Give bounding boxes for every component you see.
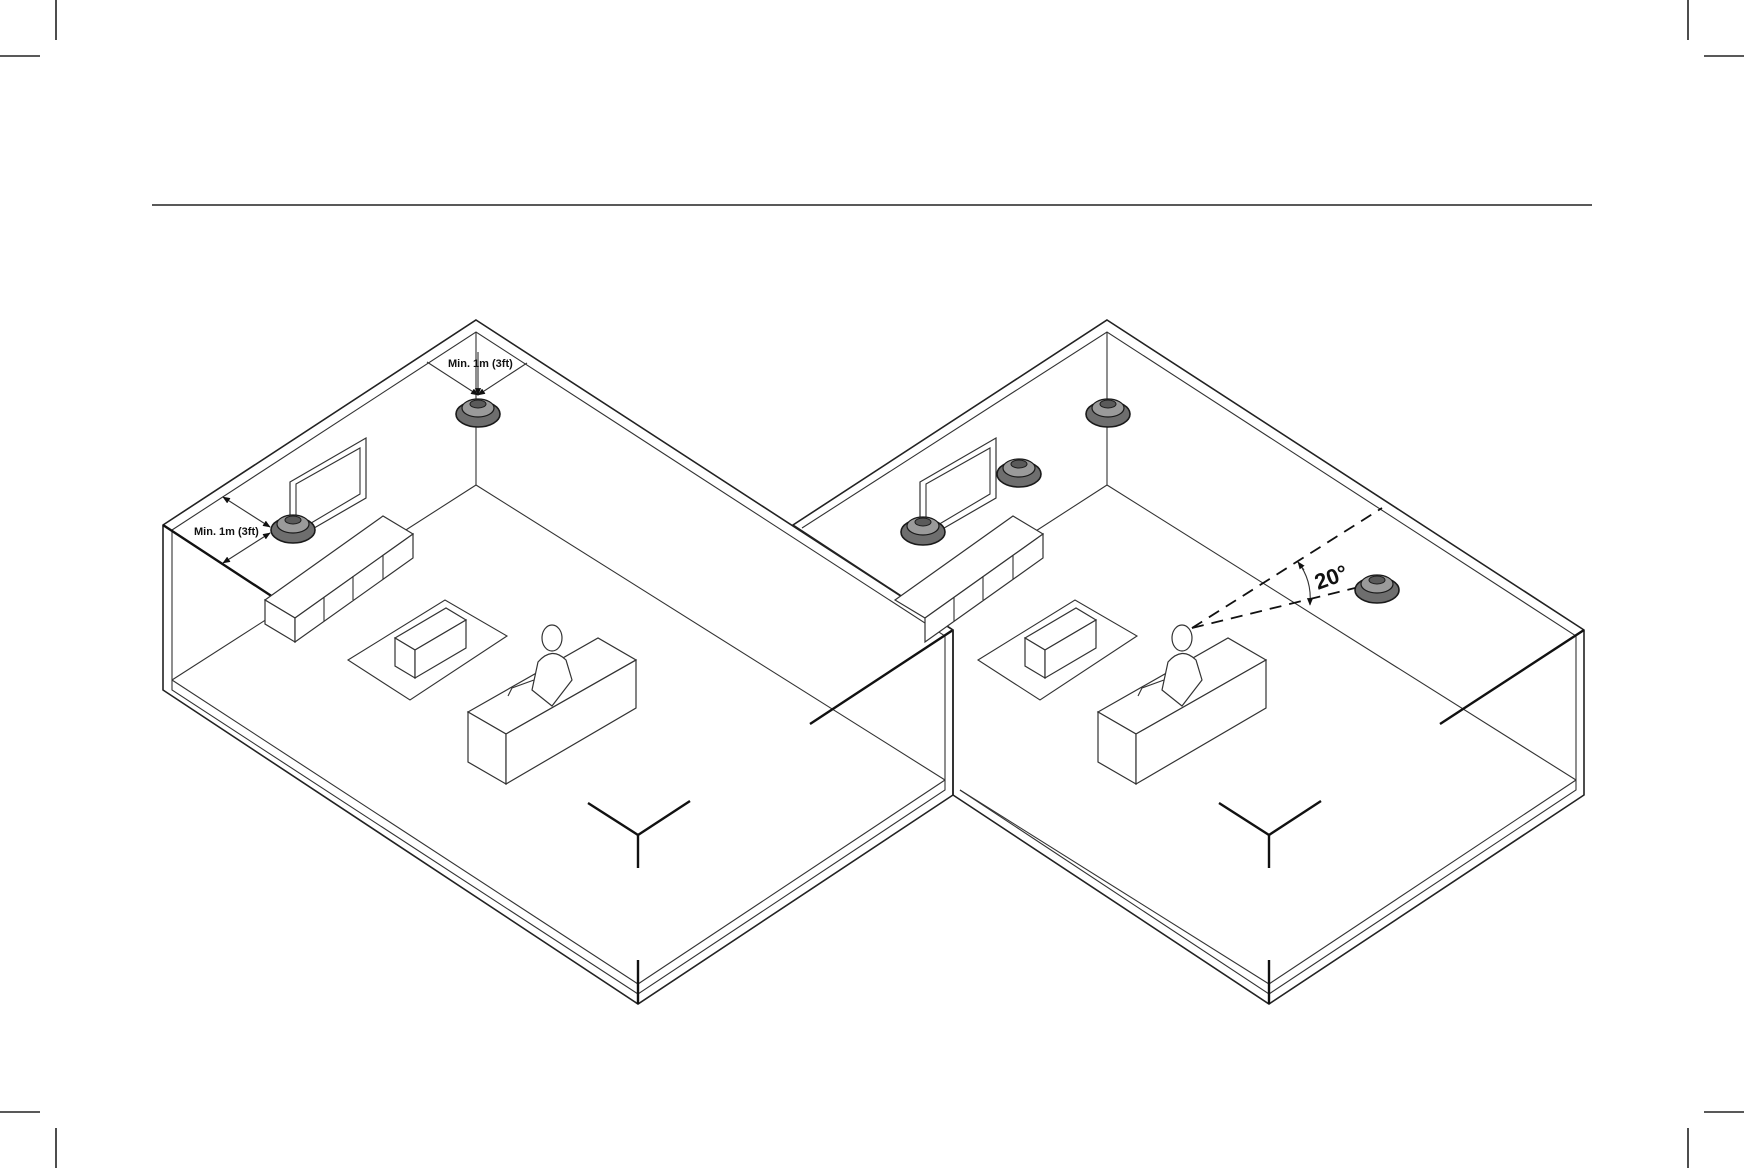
room-a-wall-dimension-label: Min. 1m (3ft) (194, 526, 259, 538)
room-a-axis-mark (588, 801, 690, 868)
room-b: 20° (793, 320, 1584, 1004)
room-b-angle-indicator: 20° (1192, 508, 1382, 628)
room-b-angle-label: 20° (1311, 560, 1351, 595)
room-b-coffee-table (1025, 608, 1096, 678)
room-a-ceiling-dimension: Min. 1m (3ft) (427, 352, 527, 395)
room-b-axis-mark (1219, 801, 1321, 868)
room-b-ceiling-speaker-rear (1086, 399, 1130, 427)
room-b-ceiling-speaker-center (997, 459, 1041, 487)
room-a: Min. 1m (3ft) Min. 1m (3ft) (163, 320, 953, 1004)
room-a-ceiling-speaker (456, 399, 500, 427)
room-a-ceiling-dimension-label: Min. 1m (3ft) (448, 358, 513, 370)
room-a-coffee-table (395, 608, 466, 678)
room-b-angled-speaker (1355, 575, 1399, 603)
